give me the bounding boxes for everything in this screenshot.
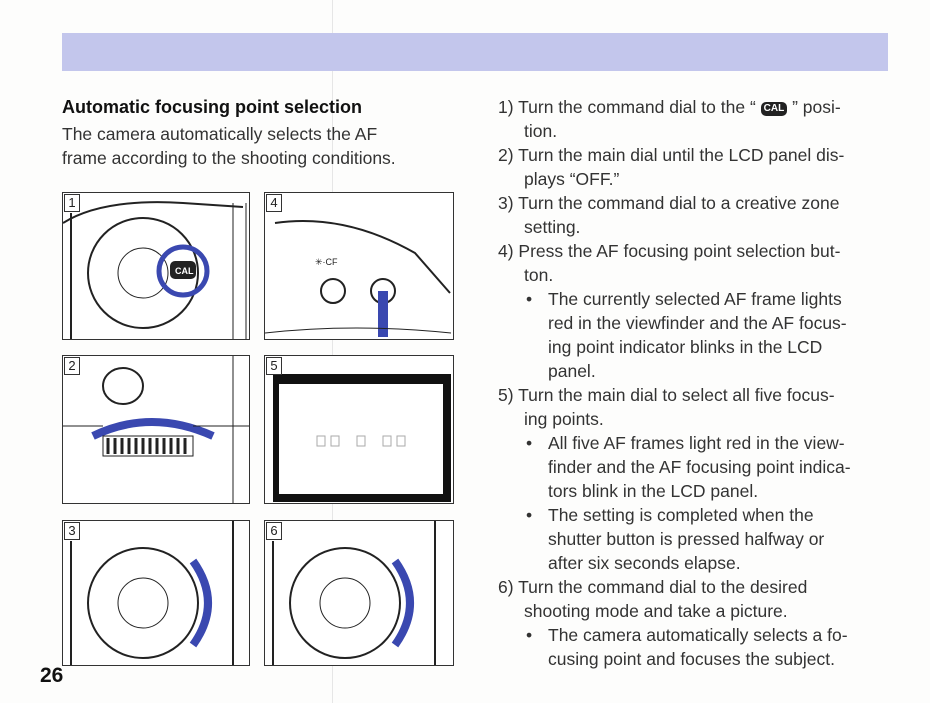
cal-label: CAL [175,266,194,276]
bullet-text: cusing point and focuses the subject. [548,649,835,669]
bullet-text: tors blink in the LCD panel. [548,481,759,501]
step-text: 6) Turn the command dial to the desired [498,577,808,597]
af-button-label: ✳·CF [315,257,338,267]
viewfinder-illustration [273,374,451,502]
bullet-text: after six seconds elapse. [548,553,741,573]
figure-1: CAL 1 [62,192,250,340]
figure-number: 1 [64,194,80,212]
bullet-item: •All five AF frames light red in the vie… [526,433,845,453]
bullet-icon: • [526,505,533,525]
step-text: 3) Turn the command dial to a creative z… [498,193,840,213]
figure-5: 5 [264,355,454,504]
bullet-text: shutter button is pressed halfway or [548,529,825,549]
page-fold [332,0,333,703]
step-text: 1) Turn the command dial to the “ [498,97,756,117]
header-banner [62,33,888,71]
figure-number: 5 [266,357,282,375]
bullet-item: •The camera automatically selects a fo- [526,625,848,645]
bullet-item: •The currently selected AF frame lights [526,289,842,309]
step-1: 1) Turn the command dial to the “ CAL ” … [498,95,898,143]
step-3: 3) Turn the command dial to a creative z… [498,191,898,239]
step-text: 5) Turn the main dial to select all five… [498,385,835,405]
bullet-icon: • [526,433,533,453]
figure-4: ✳·CF 4 [264,192,454,340]
figure-number: 4 [266,194,282,212]
intro-line: frame according to the shooting conditio… [62,148,396,168]
step-text: 2) Turn the main dial until the LCD pane… [498,145,845,165]
bullet-text: panel. [548,361,596,381]
bullet-icon: • [526,289,533,309]
mode-dial-illustration [70,521,234,665]
instruction-steps: 1) Turn the command dial to the “ CAL ” … [498,95,898,671]
bullet-icon: • [526,625,533,645]
bullet-text: red in the viewfinder and the AF focus- [548,313,847,333]
step-text: plays “OFF.” [524,169,620,189]
bullet-text: finder and the AF focusing point indica- [548,457,851,477]
mode-dial-illustration [272,521,436,665]
step-text: tion. [524,121,558,141]
figure-number: 6 [266,522,282,540]
figure-number: 2 [64,357,80,375]
af-button-illustration: ✳·CF [265,220,452,337]
figure-2: 2 [62,355,250,504]
step-text: ” posi- [792,97,841,117]
cal-icon: CAL [760,102,788,116]
step-text: ton. [524,265,554,285]
figure-6: 6 [264,520,454,666]
section-heading: Automatic focusing point selection [62,97,363,117]
step-5: 5) Turn the main dial to select all five… [498,383,898,575]
step-2: 2) Turn the main dial until the LCD pane… [498,143,898,191]
intro-line: The camera automatically selects the AF [62,124,378,144]
command-dial-illustration: CAL [63,201,247,339]
step-text: shooting mode and take a picture. [524,601,788,621]
main-dial-illustration [63,356,249,503]
step-4: 4) Press the AF focusing point selection… [498,239,898,383]
bullet-item: •The setting is completed when the [526,505,814,525]
bullet-text: ing point indicator blinks in the LCD [548,337,823,357]
intro-text: The camera automatically selects the AF … [62,122,462,170]
step-text: 4) Press the AF focusing point selection… [498,241,841,261]
step-text: ing points. [524,409,604,429]
step-text: setting. [524,217,581,237]
page-number: 26 [40,664,64,687]
step-6: 6) Turn the command dial to the desired … [498,575,898,671]
figure-3: 3 [62,520,250,666]
figure-number: 3 [64,522,80,540]
